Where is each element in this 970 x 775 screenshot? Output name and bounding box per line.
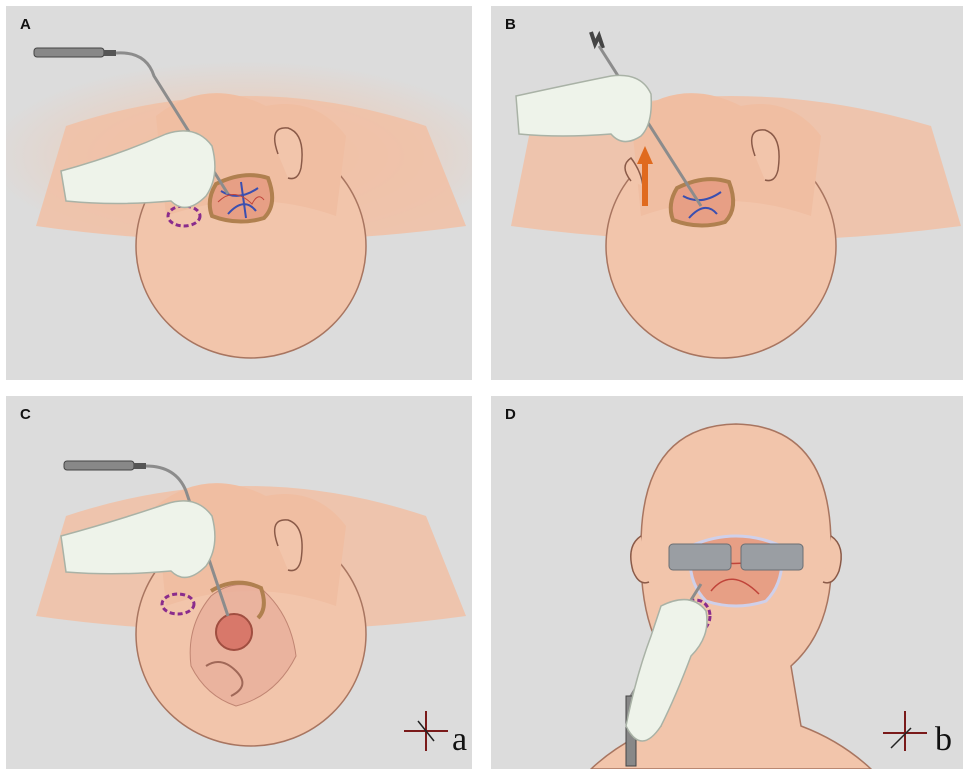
tumor <box>215 613 253 651</box>
orientation-axis-icon <box>404 711 448 751</box>
orientation-axis-icon <box>883 711 927 751</box>
panel-d: D b <box>491 396 963 769</box>
incision-marker <box>166 204 202 228</box>
incision-marker <box>160 592 196 616</box>
panel-b: B <box>491 6 963 380</box>
retractor-left <box>668 543 732 571</box>
craniotomy-icon <box>207 173 275 224</box>
incision-marker <box>680 598 712 634</box>
panel-c: C a <box>6 396 472 769</box>
suction-instrument-icon <box>63 460 230 617</box>
nose <box>624 156 644 187</box>
suction-instrument-icon <box>33 47 230 195</box>
gloved-hand-icon <box>625 598 708 742</box>
panel-label: D <box>505 406 516 423</box>
gloved-hand-icon <box>60 500 216 579</box>
panel-label: A <box>20 16 31 33</box>
panel-b-illustration <box>511 30 961 359</box>
gloved-hand-icon <box>60 130 216 209</box>
panel-c-illustration <box>36 460 466 751</box>
orientation-label: b <box>935 721 952 758</box>
panel-label: C <box>20 406 31 423</box>
panel-a: A <box>6 6 472 380</box>
panel-d-illustration <box>589 423 927 769</box>
ear <box>273 127 303 180</box>
panel-label: B <box>505 16 516 33</box>
craniotomy-icon <box>668 177 736 228</box>
arrow-up-icon <box>637 146 653 206</box>
gloved-hand-icon <box>515 74 653 143</box>
ear-right <box>822 535 842 584</box>
ear-left <box>630 535 650 584</box>
ear <box>273 519 303 572</box>
ear <box>750 129 780 182</box>
orientation-label: a <box>452 721 468 758</box>
suction-instrument-icon <box>589 30 703 207</box>
retractor-right <box>740 543 804 571</box>
panel-a-illustration <box>6 47 472 359</box>
